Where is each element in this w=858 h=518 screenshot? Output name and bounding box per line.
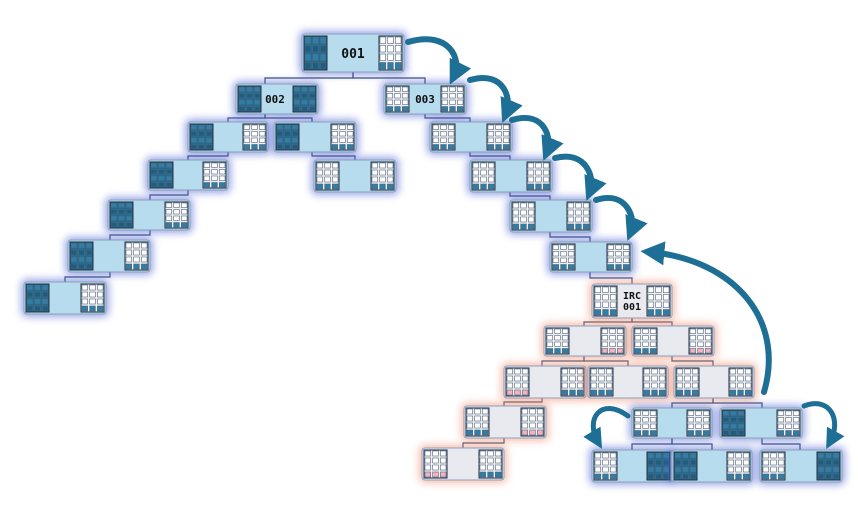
disk-array-icon [124, 241, 149, 271]
disk-array-icon [471, 161, 496, 191]
storage-node [311, 157, 399, 195]
disk-array-icon [478, 449, 503, 479]
disk-array-icon [423, 449, 448, 479]
storage-node [629, 323, 717, 359]
storage-node [427, 119, 515, 155]
storage-node [145, 157, 231, 193]
storage-node [671, 363, 757, 401]
disk-array-icon [292, 85, 317, 113]
disk-array-icon [315, 161, 340, 191]
disk-array-icon [80, 283, 105, 313]
curved-arrow-icon [801, 401, 845, 450]
disk-array-icon [721, 409, 746, 437]
storage-node [21, 279, 109, 317]
disk-array-icon [378, 35, 403, 71]
curved-arrow-icon [593, 195, 648, 241]
disk-array-icon [606, 243, 631, 271]
disk-array-icon [686, 409, 711, 437]
disk-array-icon [761, 451, 786, 481]
label-root: 001 [341, 47, 365, 62]
storage-node [271, 119, 359, 155]
storage-node [501, 363, 589, 401]
disk-array-icon [593, 451, 618, 481]
disk-array-icon [675, 367, 700, 397]
disk-array-icon [593, 285, 618, 317]
disk-array-icon [486, 123, 511, 151]
disk-array-icon [566, 201, 591, 231]
disk-array-icon [589, 367, 614, 397]
curved-arrow-icon [640, 241, 772, 395]
storage-node [629, 405, 715, 441]
arrow-layer [405, 36, 845, 450]
disk-array-icon [242, 123, 267, 151]
node-layer [21, 31, 845, 485]
storage-node [585, 363, 671, 401]
disk-array-icon [688, 327, 713, 355]
disk-array-icon [776, 409, 801, 437]
disk-array-icon [520, 407, 545, 437]
disk-array-icon [25, 283, 50, 313]
curved-arrow-icon [552, 153, 607, 201]
storage-node [547, 239, 635, 275]
storage-node [669, 447, 755, 485]
storage-node [589, 281, 675, 321]
disk-array-icon [545, 327, 570, 355]
disk-array-icon [431, 123, 456, 151]
disk-array-icon [505, 367, 530, 397]
disk-array-icon [526, 161, 551, 191]
disk-array-icon [633, 327, 658, 355]
label-irc-2: 001 [623, 302, 641, 313]
label-layer: 001 002 003 IRC 001 [265, 47, 641, 313]
disk-array-icon [646, 285, 671, 317]
storage-node [757, 447, 845, 485]
storage-node [541, 323, 629, 359]
label-irc-1: IRC [623, 291, 641, 302]
disk-array-icon [330, 123, 355, 151]
storage-node [105, 197, 193, 233]
storage-node [461, 403, 549, 441]
disk-array-icon [440, 85, 465, 113]
disk-array-icon [385, 85, 410, 113]
storage-node [381, 81, 469, 117]
storage-node [717, 405, 805, 441]
label-right-child: 003 [415, 93, 435, 106]
disk-array-icon [600, 327, 625, 355]
disk-array-icon [202, 161, 227, 189]
storage-node [233, 81, 321, 117]
storage-node [589, 447, 675, 485]
label-left-child: 002 [265, 93, 285, 106]
disk-array-icon [189, 123, 214, 151]
disk-array-icon [164, 201, 189, 229]
storage-node [467, 157, 555, 195]
disk-array-icon [511, 201, 536, 231]
disk-array-icon [275, 123, 300, 151]
disk-array-icon [551, 243, 576, 271]
storage-node [507, 197, 595, 235]
disk-array-icon [69, 241, 94, 271]
disk-array-icon [303, 35, 328, 71]
disk-array-icon [560, 367, 585, 397]
disk-array-icon [237, 85, 262, 113]
disk-array-icon [109, 201, 134, 229]
disk-array-icon [642, 367, 667, 397]
storage-node [299, 31, 407, 75]
disk-array-icon [673, 451, 698, 481]
disk-array-icon [370, 161, 395, 191]
disk-array-icon [726, 451, 751, 481]
disk-array-icon [728, 367, 753, 397]
storage-node [185, 119, 271, 155]
disk-array-icon [149, 161, 174, 189]
curved-arrow-icon [405, 36, 472, 85]
disk-array-icon [633, 409, 658, 437]
curved-arrow-icon [467, 75, 523, 123]
disk-array-icon [646, 451, 671, 481]
curved-arrow-icon [509, 115, 564, 161]
curved-arrow-icon [583, 406, 631, 449]
disk-array-icon [465, 407, 490, 437]
storage-node [419, 445, 507, 483]
disk-array-icon [816, 451, 841, 481]
storage-node [65, 237, 153, 275]
